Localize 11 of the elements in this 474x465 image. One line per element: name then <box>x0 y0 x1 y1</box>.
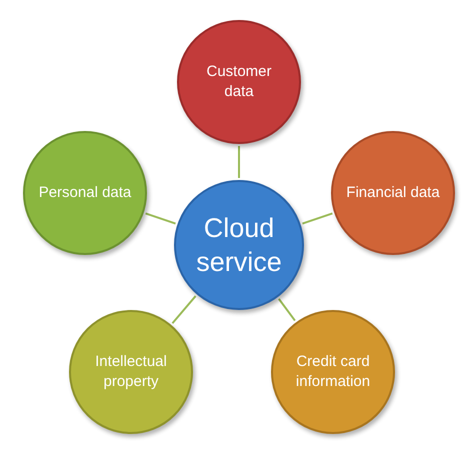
connector-line <box>302 212 333 225</box>
node-label: Personal data <box>38 183 132 203</box>
connector-line <box>278 298 296 322</box>
node-label: Customer data <box>205 62 273 102</box>
node-label: Cloud service <box>195 212 283 279</box>
connector-line <box>238 146 240 178</box>
node-label: Credit card information <box>294 352 372 392</box>
node-label: Financial data <box>345 183 441 203</box>
connector-line <box>145 212 176 225</box>
node-label: Intellectual property <box>94 352 168 392</box>
connector-line <box>172 295 196 324</box>
